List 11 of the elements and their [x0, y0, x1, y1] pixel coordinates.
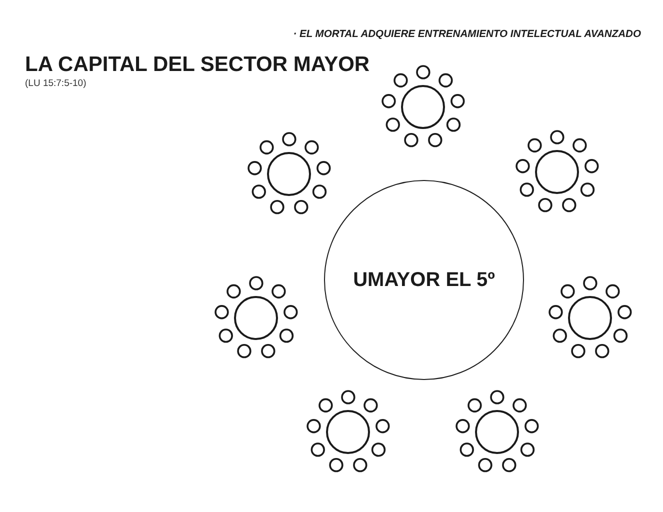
circle-node — [568, 296, 612, 340]
circle-node — [267, 152, 311, 196]
circle-node — [475, 410, 519, 454]
circle-node — [535, 150, 579, 194]
reference-text: (LU 15:7:5-10) — [25, 78, 86, 89]
title: LA CAPITAL DEL SECTOR MAYOR — [25, 53, 370, 77]
circle-node — [401, 85, 445, 129]
circle-node — [234, 296, 278, 340]
node-label: UMAYOR EL 5º — [353, 268, 495, 292]
circle-node — [326, 410, 370, 454]
note-text: · EL MORTAL ADQUIERE ENTRENAMIENTO INTELECTUAL AVANZADO — [293, 29, 641, 41]
